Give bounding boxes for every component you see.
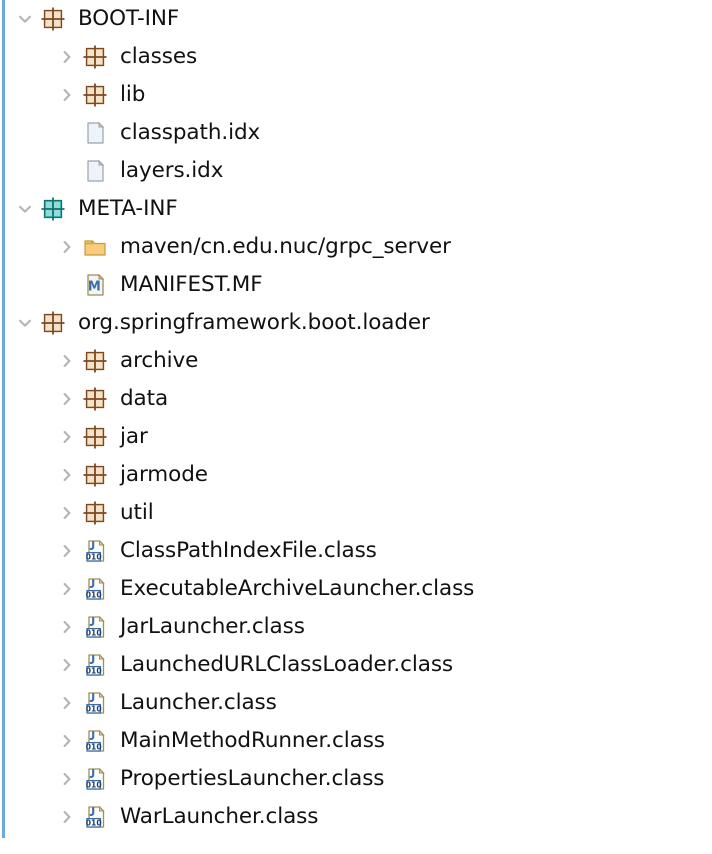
- left-accent-rail: [2, 0, 5, 838]
- tree-item-label: jarmode: [120, 462, 208, 488]
- tree-row[interactable]: 010 JarLauncher.class: [0, 608, 712, 646]
- class-file-icon: 010: [81, 613, 109, 641]
- tree-row[interactable]: M MANIFEST.MF: [0, 266, 712, 304]
- chevron-right-icon[interactable]: [54, 798, 80, 836]
- tree-item-label: BOOT-INF: [78, 6, 180, 32]
- svg-text:010: 010: [86, 704, 102, 713]
- svg-text:010: 010: [86, 818, 102, 827]
- twisty-placeholder: [54, 266, 80, 304]
- tree-item-label: LaunchedURLClassLoader.class: [120, 652, 454, 678]
- package-icon: [39, 5, 67, 33]
- package-icon: [81, 385, 109, 413]
- tree-item-label: classpath.idx: [120, 120, 261, 146]
- svg-text:M: M: [88, 279, 101, 294]
- tree-item-label: lib: [120, 82, 146, 108]
- tree-row[interactable]: classes: [0, 38, 712, 76]
- tree-item-label: PropertiesLauncher.class: [120, 766, 385, 792]
- class-file-icon: 010: [81, 765, 109, 793]
- meta-package-icon: [39, 195, 67, 223]
- tree-item-label: archive: [120, 348, 199, 374]
- class-file-icon: 010: [81, 575, 109, 603]
- manifest-icon: M: [81, 271, 109, 299]
- tree-row[interactable]: 010 ClassPathIndexFile.class: [0, 532, 712, 570]
- file-icon: [81, 119, 109, 147]
- chevron-down-icon[interactable]: [12, 304, 38, 342]
- chevron-right-icon[interactable]: [54, 722, 80, 760]
- tree-item-label: data: [120, 386, 169, 412]
- chevron-down-icon[interactable]: [12, 190, 38, 228]
- tree-row[interactable]: data: [0, 380, 712, 418]
- svg-text:010: 010: [86, 590, 102, 599]
- package-icon: [81, 347, 109, 375]
- chevron-right-icon[interactable]: [54, 456, 80, 494]
- archive-tree[interactable]: BOOT-INF classes lib classpath.idx layers.id…: [0, 0, 712, 836]
- chevron-right-icon[interactable]: [54, 380, 80, 418]
- tree-item-label: MANIFEST.MF: [120, 272, 263, 298]
- tree-item-label: layers.idx: [120, 158, 224, 184]
- tree-row[interactable]: layers.idx: [0, 152, 712, 190]
- chevron-right-icon[interactable]: [54, 646, 80, 684]
- class-file-icon: 010: [81, 537, 109, 565]
- class-file-icon: 010: [81, 651, 109, 679]
- file-icon: [81, 157, 109, 185]
- tree-item-label: WarLauncher.class: [120, 804, 319, 830]
- package-icon: [81, 461, 109, 489]
- tree-row[interactable]: classpath.idx: [0, 114, 712, 152]
- chevron-right-icon[interactable]: [54, 228, 80, 266]
- svg-text:010: 010: [86, 552, 102, 561]
- tree-item-label: JarLauncher.class: [120, 614, 305, 640]
- class-file-icon: 010: [81, 689, 109, 717]
- tree-row[interactable]: 010 MainMethodRunner.class: [0, 722, 712, 760]
- tree-item-label: classes: [120, 44, 198, 70]
- svg-text:010: 010: [86, 742, 102, 751]
- chevron-right-icon[interactable]: [54, 532, 80, 570]
- class-file-icon: 010: [81, 727, 109, 755]
- package-icon: [39, 309, 67, 337]
- tree-row[interactable]: maven/cn.edu.nuc/grpc_server: [0, 228, 712, 266]
- tree-item-label: ExecutableArchiveLauncher.class: [120, 576, 475, 602]
- tree-item-label: org.springframework.boot.loader: [78, 310, 430, 336]
- folder-icon: [81, 233, 109, 261]
- chevron-right-icon[interactable]: [54, 418, 80, 456]
- package-icon: [81, 43, 109, 71]
- tree-row[interactable]: 010 Launcher.class: [0, 684, 712, 722]
- twisty-placeholder: [54, 114, 80, 152]
- package-icon: [81, 423, 109, 451]
- chevron-right-icon[interactable]: [54, 760, 80, 798]
- tree-row[interactable]: archive: [0, 342, 712, 380]
- tree-row[interactable]: jar: [0, 418, 712, 456]
- tree-item-label: Launcher.class: [120, 690, 277, 716]
- chevron-down-icon[interactable]: [12, 0, 38, 38]
- class-file-icon: 010: [81, 803, 109, 831]
- tree-row[interactable]: 010 PropertiesLauncher.class: [0, 760, 712, 798]
- twisty-placeholder: [54, 152, 80, 190]
- tree-row[interactable]: lib: [0, 76, 712, 114]
- tree-row[interactable]: META-INF: [0, 190, 712, 228]
- tree-item-label: META-INF: [78, 196, 178, 222]
- tree-item-label: jar: [120, 424, 148, 450]
- chevron-right-icon[interactable]: [54, 342, 80, 380]
- svg-text:010: 010: [86, 780, 102, 789]
- tree-row[interactable]: 010 LaunchedURLClassLoader.class: [0, 646, 712, 684]
- svg-text:010: 010: [86, 666, 102, 675]
- tree-row[interactable]: 010 WarLauncher.class: [0, 798, 712, 836]
- chevron-right-icon[interactable]: [54, 570, 80, 608]
- tree-row[interactable]: util: [0, 494, 712, 532]
- tree-item-label: util: [120, 500, 154, 526]
- chevron-right-icon[interactable]: [54, 684, 80, 722]
- chevron-right-icon[interactable]: [54, 38, 80, 76]
- tree-item-label: ClassPathIndexFile.class: [120, 538, 377, 564]
- tree-row[interactable]: jarmode: [0, 456, 712, 494]
- tree-item-label: MainMethodRunner.class: [120, 728, 385, 754]
- tree-row[interactable]: BOOT-INF: [0, 0, 712, 38]
- chevron-right-icon[interactable]: [54, 608, 80, 646]
- tree-item-label: maven/cn.edu.nuc/grpc_server: [120, 234, 451, 260]
- chevron-right-icon[interactable]: [54, 494, 80, 532]
- chevron-right-icon[interactable]: [54, 76, 80, 114]
- tree-row[interactable]: 010 ExecutableArchiveLauncher.class: [0, 570, 712, 608]
- svg-text:010: 010: [86, 628, 102, 637]
- package-icon: [81, 81, 109, 109]
- package-icon: [81, 499, 109, 527]
- tree-row[interactable]: org.springframework.boot.loader: [0, 304, 712, 342]
